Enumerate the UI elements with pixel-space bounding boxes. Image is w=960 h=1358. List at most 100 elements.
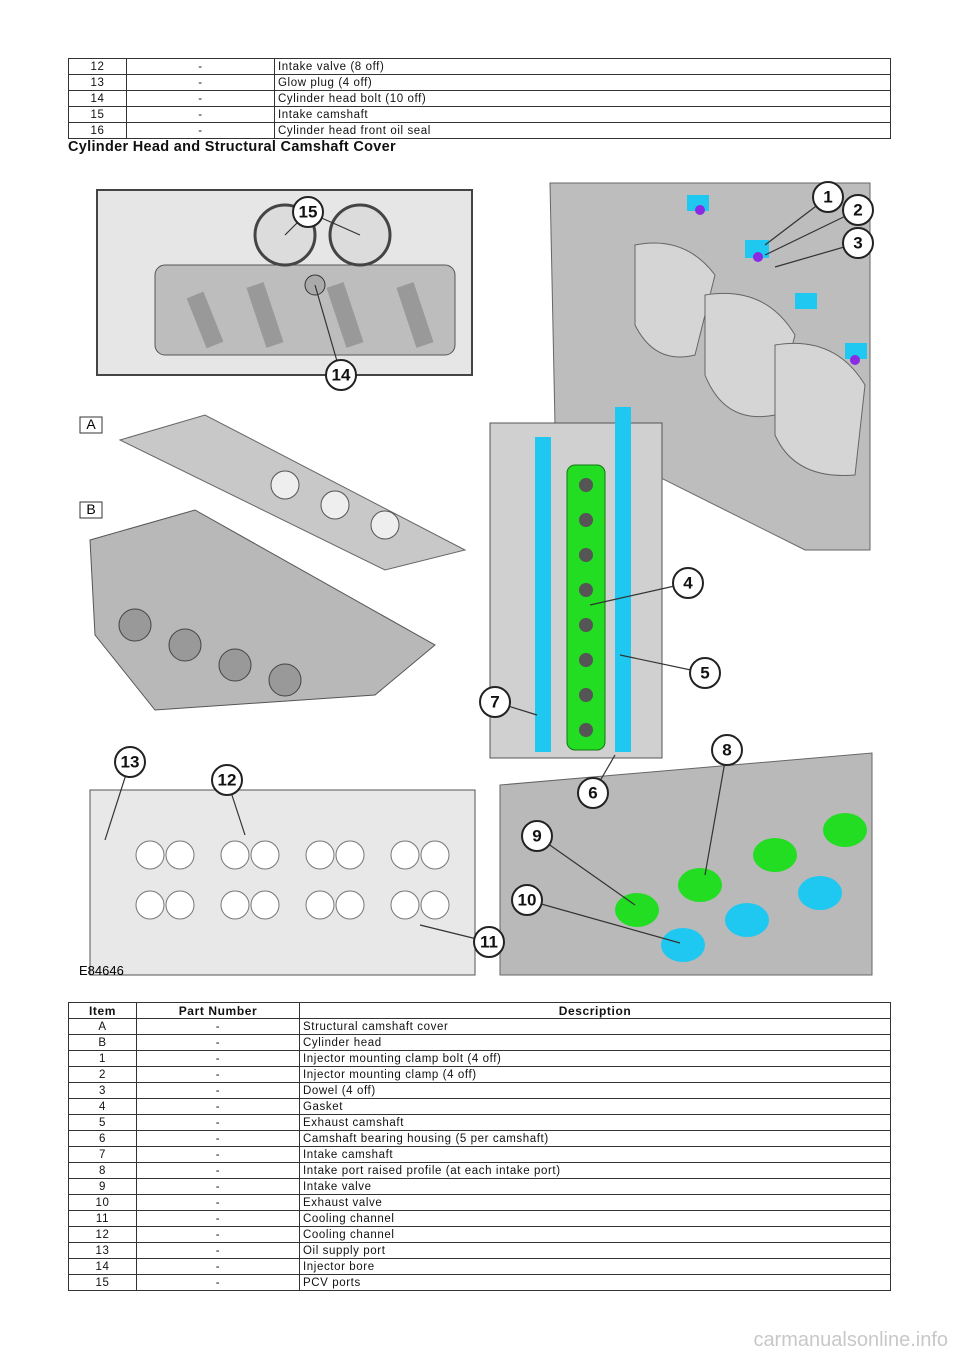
cell-part-number: - [136,1146,300,1163]
cell-part-number: - [136,1098,300,1115]
table-row: A-Structural camshaft cover [68,1018,891,1035]
cell-description: Gasket [299,1098,891,1115]
table-row: 7-Intake camshaft [68,1146,891,1163]
callout-14: 14 [325,359,357,391]
cell-part-number: - [136,1242,300,1259]
callout-2: 2 [842,194,874,226]
callout-label: 4 [683,574,693,593]
callout-3: 3 [842,227,874,259]
cell-description: Exhaust camshaft [299,1114,891,1131]
section-title: Cylinder Head and Structural Camshaft Co… [68,139,396,155]
cell-description: Injector bore [299,1258,891,1275]
table-row: 13-Glow plug (4 off) [68,74,891,91]
callout-label: 10 [518,891,537,910]
cell-part-number: - [136,1258,300,1275]
bottom-parts-table: Item Part Number Description A-Structura… [68,1002,891,1291]
cell-part-number: - [136,1050,300,1067]
cell-part-number: - [136,1114,300,1131]
panel-top-view [96,189,473,376]
cell-part-number: - [136,1178,300,1195]
watermark: carmanualsonline.info [753,1329,948,1351]
callout-label: 9 [532,827,541,846]
panel-isometric-views: A B [79,414,467,711]
header-description: Description [299,1002,891,1019]
cell-part-number: - [136,1210,300,1227]
cell-item: 12 [68,1226,137,1243]
cell-description: Cylinder head front oil seal [274,122,891,139]
cell-item: 15 [68,1274,137,1291]
cell-item: A [68,1018,137,1035]
cell-description: Injector mounting clamp bolt (4 off) [299,1050,891,1067]
panel-head-face: E84646 [79,789,476,978]
cell-item: 7 [68,1146,137,1163]
callout-7: 7 [479,686,511,718]
header-item: Item [68,1002,137,1019]
table-row: 9-Intake valve [68,1178,891,1195]
cell-item: B [68,1034,137,1051]
cell-item: 6 [68,1130,137,1147]
cell-item: 10 [68,1194,137,1211]
callout-10: 10 [511,884,543,916]
table-row: 11-Cooling channel [68,1210,891,1227]
callout-label: 2 [853,201,862,220]
cell-item: 16 [68,122,127,139]
table-row: 13-Oil supply port [68,1242,891,1259]
table-header-row: Item Part Number Description [68,1002,891,1019]
cell-description: Oil supply port [299,1242,891,1259]
cell-description: Structural camshaft cover [299,1018,891,1035]
table-row: 14-Injector bore [68,1258,891,1275]
cell-part-number: - [136,1130,300,1147]
cell-part-number: - [136,1226,300,1243]
cell-item: 1 [68,1050,137,1067]
callout-12: 12 [211,764,243,796]
cell-description: Cylinder head [299,1034,891,1051]
callout-label: 8 [722,741,731,760]
cell-description: Intake camshaft [299,1146,891,1163]
cell-part-number: - [136,1082,300,1099]
cell-part-number: - [136,1066,300,1083]
cell-description: Cylinder head bolt (10 off) [274,90,891,107]
figure-id-label: E84646 [79,963,124,978]
table-row: 15-PCV ports [68,1274,891,1291]
top-parts-table: 12-Intake valve (8 off)13-Glow plug (4 o… [68,58,891,139]
callout-5: 5 [689,657,721,689]
callout-label: 13 [121,753,140,772]
table-row: 12-Intake valve (8 off) [68,58,891,75]
view-label-a: A [86,416,96,432]
cell-item: 13 [68,1242,137,1259]
callout-6: 6 [577,777,609,809]
table-row: 4-Gasket [68,1098,891,1115]
table-row: 14-Cylinder head bolt (10 off) [68,90,891,107]
callout-label: 11 [480,933,498,952]
callout-label: 6 [588,784,597,803]
cylinder-head-illustration: A B [79,181,874,978]
cell-description: Intake valve (8 off) [274,58,891,75]
cell-part-number: - [136,1274,300,1291]
table-row: 12-Cooling channel [68,1226,891,1243]
cell-description: Exhaust valve [299,1194,891,1211]
cell-description: Dowel (4 off) [299,1082,891,1099]
table-row: 16-Cylinder head front oil seal [68,122,891,139]
cell-item: 13 [68,74,127,91]
callout-4: 4 [672,567,704,599]
cell-part-number: - [136,1034,300,1051]
cell-description: PCV ports [299,1274,891,1291]
cell-part-number: - [126,122,275,139]
callout-15: 15 [292,196,324,228]
header-part-number: Part Number [136,1002,300,1019]
panel-valve-closeup [499,752,873,976]
panel-camshaft-view [489,407,663,759]
callout-label: 7 [490,693,499,712]
cell-part-number: - [126,74,275,91]
cell-item: 15 [68,106,127,123]
cell-part-number: - [126,106,275,123]
table-row: 3-Dowel (4 off) [68,1082,891,1099]
cell-item: 9 [68,1178,137,1195]
cell-item: 3 [68,1082,137,1099]
cell-item: 8 [68,1162,137,1179]
cell-item: 11 [68,1210,137,1227]
cell-item: 14 [68,1258,137,1275]
cell-description: Glow plug (4 off) [274,74,891,91]
